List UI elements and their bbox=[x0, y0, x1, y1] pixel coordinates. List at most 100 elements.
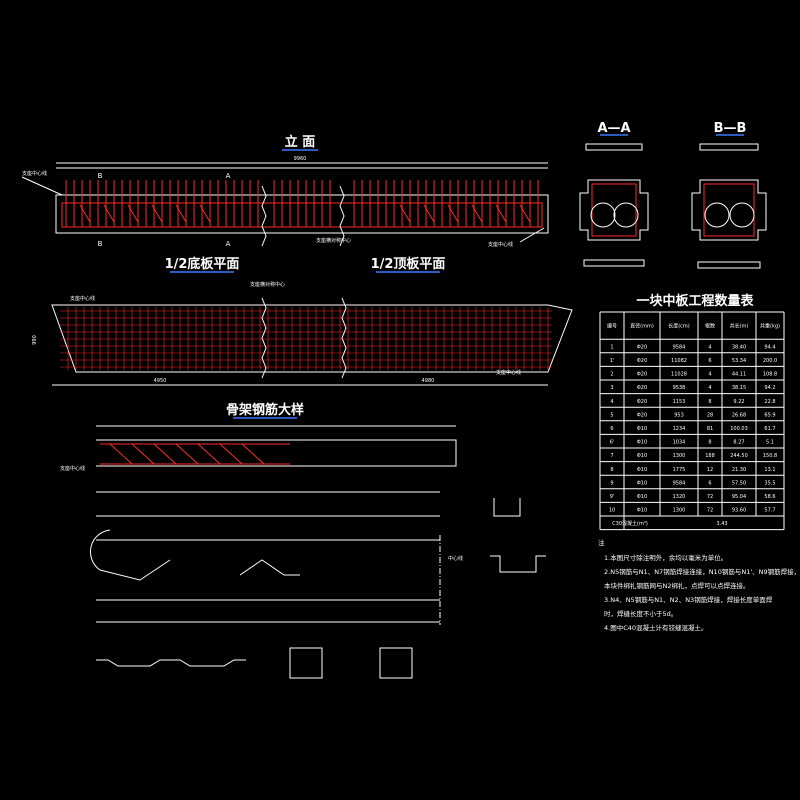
table-cell: 100.03 bbox=[730, 426, 748, 432]
note-line: 1.本图尺寸除注明外，余均以毫米为单位。 bbox=[604, 553, 727, 562]
note-line: 4.图中C40混凝土计有铰缝混凝土。 bbox=[604, 623, 708, 632]
table-cell: 8.27 bbox=[733, 440, 744, 446]
table-header-cell: 共长(m) bbox=[730, 323, 749, 330]
table-cell: 28 bbox=[707, 412, 713, 418]
table-cell: 22.8 bbox=[764, 399, 775, 405]
table-cell: Φ10 bbox=[637, 453, 647, 459]
notes-block: 注 1.本图尺寸除注明外，余均以毫米为单位。 2.N5钢筋与N1、N7钢筋焊接连接… bbox=[598, 538, 800, 632]
table-cell: Φ10 bbox=[637, 494, 647, 500]
table-cell: 8 bbox=[708, 440, 711, 446]
rebar-detail: 骨架钢筋大样 中心线 支座中心线 bbox=[60, 402, 546, 679]
note-line: 2.N5钢筋与N1、N7钢筋焊接连接，N10钢筋与N1'、N9钢筋焊接， bbox=[604, 567, 800, 576]
table-cell: 61.7 bbox=[764, 426, 775, 432]
table-cell: 1234 bbox=[673, 426, 686, 432]
bottom-plan-title: 1/2底板平面 bbox=[165, 256, 240, 272]
section-mark-b-bottom: B bbox=[98, 240, 103, 248]
elevation-rebar-cage bbox=[61, 202, 543, 228]
detail-bent-bar bbox=[241, 443, 265, 465]
table-cell: 188 bbox=[705, 453, 715, 459]
table-cell: 6 bbox=[708, 358, 711, 364]
table-cell: 3 bbox=[610, 385, 613, 391]
table-cell: 1' bbox=[610, 358, 615, 364]
note-line: 时，焊缝长度不小于5d。 bbox=[604, 609, 677, 618]
joint-centerline-label: 支座横对称中心 bbox=[316, 237, 351, 244]
elevation-bent-bar bbox=[127, 204, 139, 223]
table-cell: 9' bbox=[610, 494, 615, 500]
section-a-a: A—A bbox=[579, 121, 649, 267]
plan-break-left bbox=[261, 297, 267, 379]
table-header-cell: 根数 bbox=[705, 323, 715, 330]
section-bb-title: B—B bbox=[714, 121, 747, 136]
table-cell: 4 bbox=[708, 344, 711, 350]
table-cell: 7 bbox=[610, 453, 613, 459]
table-cell: 12 bbox=[707, 467, 713, 473]
table-cell: 4 bbox=[708, 385, 711, 391]
elevation-bent-bar bbox=[199, 204, 211, 223]
table-cell: 6 bbox=[610, 426, 613, 432]
table-cell: 1300 bbox=[673, 453, 686, 459]
notes-lines: 1.本图尺寸除注明外，余均以毫米为单位。 2.N5钢筋与N1、N7钢筋焊接连接，N… bbox=[604, 553, 800, 632]
table-cell: 9584 bbox=[673, 344, 686, 350]
section-aa-dim-top bbox=[585, 143, 643, 151]
note-line: 本块件绑扎钢筋网与N2绑扎，点焊可以点焊连接。 bbox=[604, 581, 750, 590]
detail-bent-bar bbox=[153, 443, 177, 465]
plan-break-right bbox=[341, 297, 347, 379]
notes-heading: 注 bbox=[598, 538, 605, 547]
table-cell: Φ10 bbox=[637, 440, 647, 446]
table-title: 一块中板工程数量表 bbox=[636, 293, 754, 309]
section-aa-outline bbox=[579, 179, 649, 241]
table-grid bbox=[599, 311, 785, 531]
bar-5-detail bbox=[96, 659, 172, 667]
stirrup-10-detail bbox=[379, 647, 413, 679]
section-mark-a-bottom: A bbox=[226, 240, 231, 248]
table-cell: Φ10 bbox=[637, 480, 647, 486]
elevation-bent-bar bbox=[103, 204, 115, 223]
table-cell: 1 bbox=[610, 344, 613, 350]
elevation-bent-bar bbox=[423, 204, 435, 223]
table-cell: 9.22 bbox=[733, 399, 744, 405]
elevation-title: 立 面 bbox=[285, 134, 316, 150]
table-cell: 72 bbox=[707, 508, 713, 514]
table-cell: 108.8 bbox=[763, 372, 777, 378]
elevation-stirrups bbox=[65, 180, 539, 227]
rebar-detail-title: 骨架钢筋大样 bbox=[226, 402, 304, 418]
section-mark-a-top: A bbox=[226, 172, 231, 180]
detail-centerline-label: 中心线 bbox=[448, 555, 463, 562]
table-cell: 1320 bbox=[673, 494, 686, 500]
plan-rebar-grid bbox=[60, 307, 552, 370]
table-cell: 53.34 bbox=[732, 358, 746, 364]
stirrup-6 bbox=[490, 555, 546, 573]
plan-length-right: 4980 bbox=[422, 378, 435, 384]
table-cell: 38.15 bbox=[732, 385, 746, 391]
elevation-bent-bar bbox=[151, 204, 163, 223]
elevation-bent-bars bbox=[79, 204, 531, 223]
table-cell: 11028 bbox=[671, 372, 687, 378]
stirrup-7 bbox=[493, 498, 521, 517]
table-cell: 2 bbox=[610, 372, 613, 378]
elevation-bent-bar bbox=[471, 204, 483, 223]
section-aa-void-right bbox=[613, 202, 639, 228]
section-b-b: B—B bbox=[691, 121, 767, 269]
elevation-break-left bbox=[261, 185, 267, 247]
table-header-cell: 直径(mm) bbox=[630, 323, 654, 330]
detail-bent-bar bbox=[175, 443, 199, 465]
plan-support-label-right: 支座中心线 bbox=[496, 369, 521, 376]
plan-support-label: 支座中心线 bbox=[70, 295, 95, 302]
table-cell: 81 bbox=[707, 426, 713, 432]
table-cell: Φ10 bbox=[637, 467, 647, 473]
elevation-bent-bar bbox=[399, 204, 411, 223]
elevation-total-length: 9960 bbox=[294, 156, 307, 162]
table-cell: Φ10 bbox=[637, 426, 647, 432]
section-bb-outline bbox=[691, 179, 767, 241]
table-cell: 8 bbox=[610, 467, 613, 473]
elevation-view: 立 面 9960 B B A A 支座中心线 支座横对称中心 支座中心线 bbox=[21, 134, 549, 248]
table-cell: Φ20 bbox=[637, 344, 647, 350]
detail-cage-outline bbox=[96, 439, 457, 467]
table-cell: 4 bbox=[708, 372, 711, 378]
section-bb-rebar bbox=[703, 183, 755, 237]
elevation-outline bbox=[55, 194, 549, 234]
section-bb-dim-top bbox=[699, 143, 759, 151]
support-centerline-leader-right bbox=[519, 227, 545, 243]
detail-bent-bar bbox=[219, 443, 243, 465]
table-cell: 11082 bbox=[671, 358, 687, 364]
